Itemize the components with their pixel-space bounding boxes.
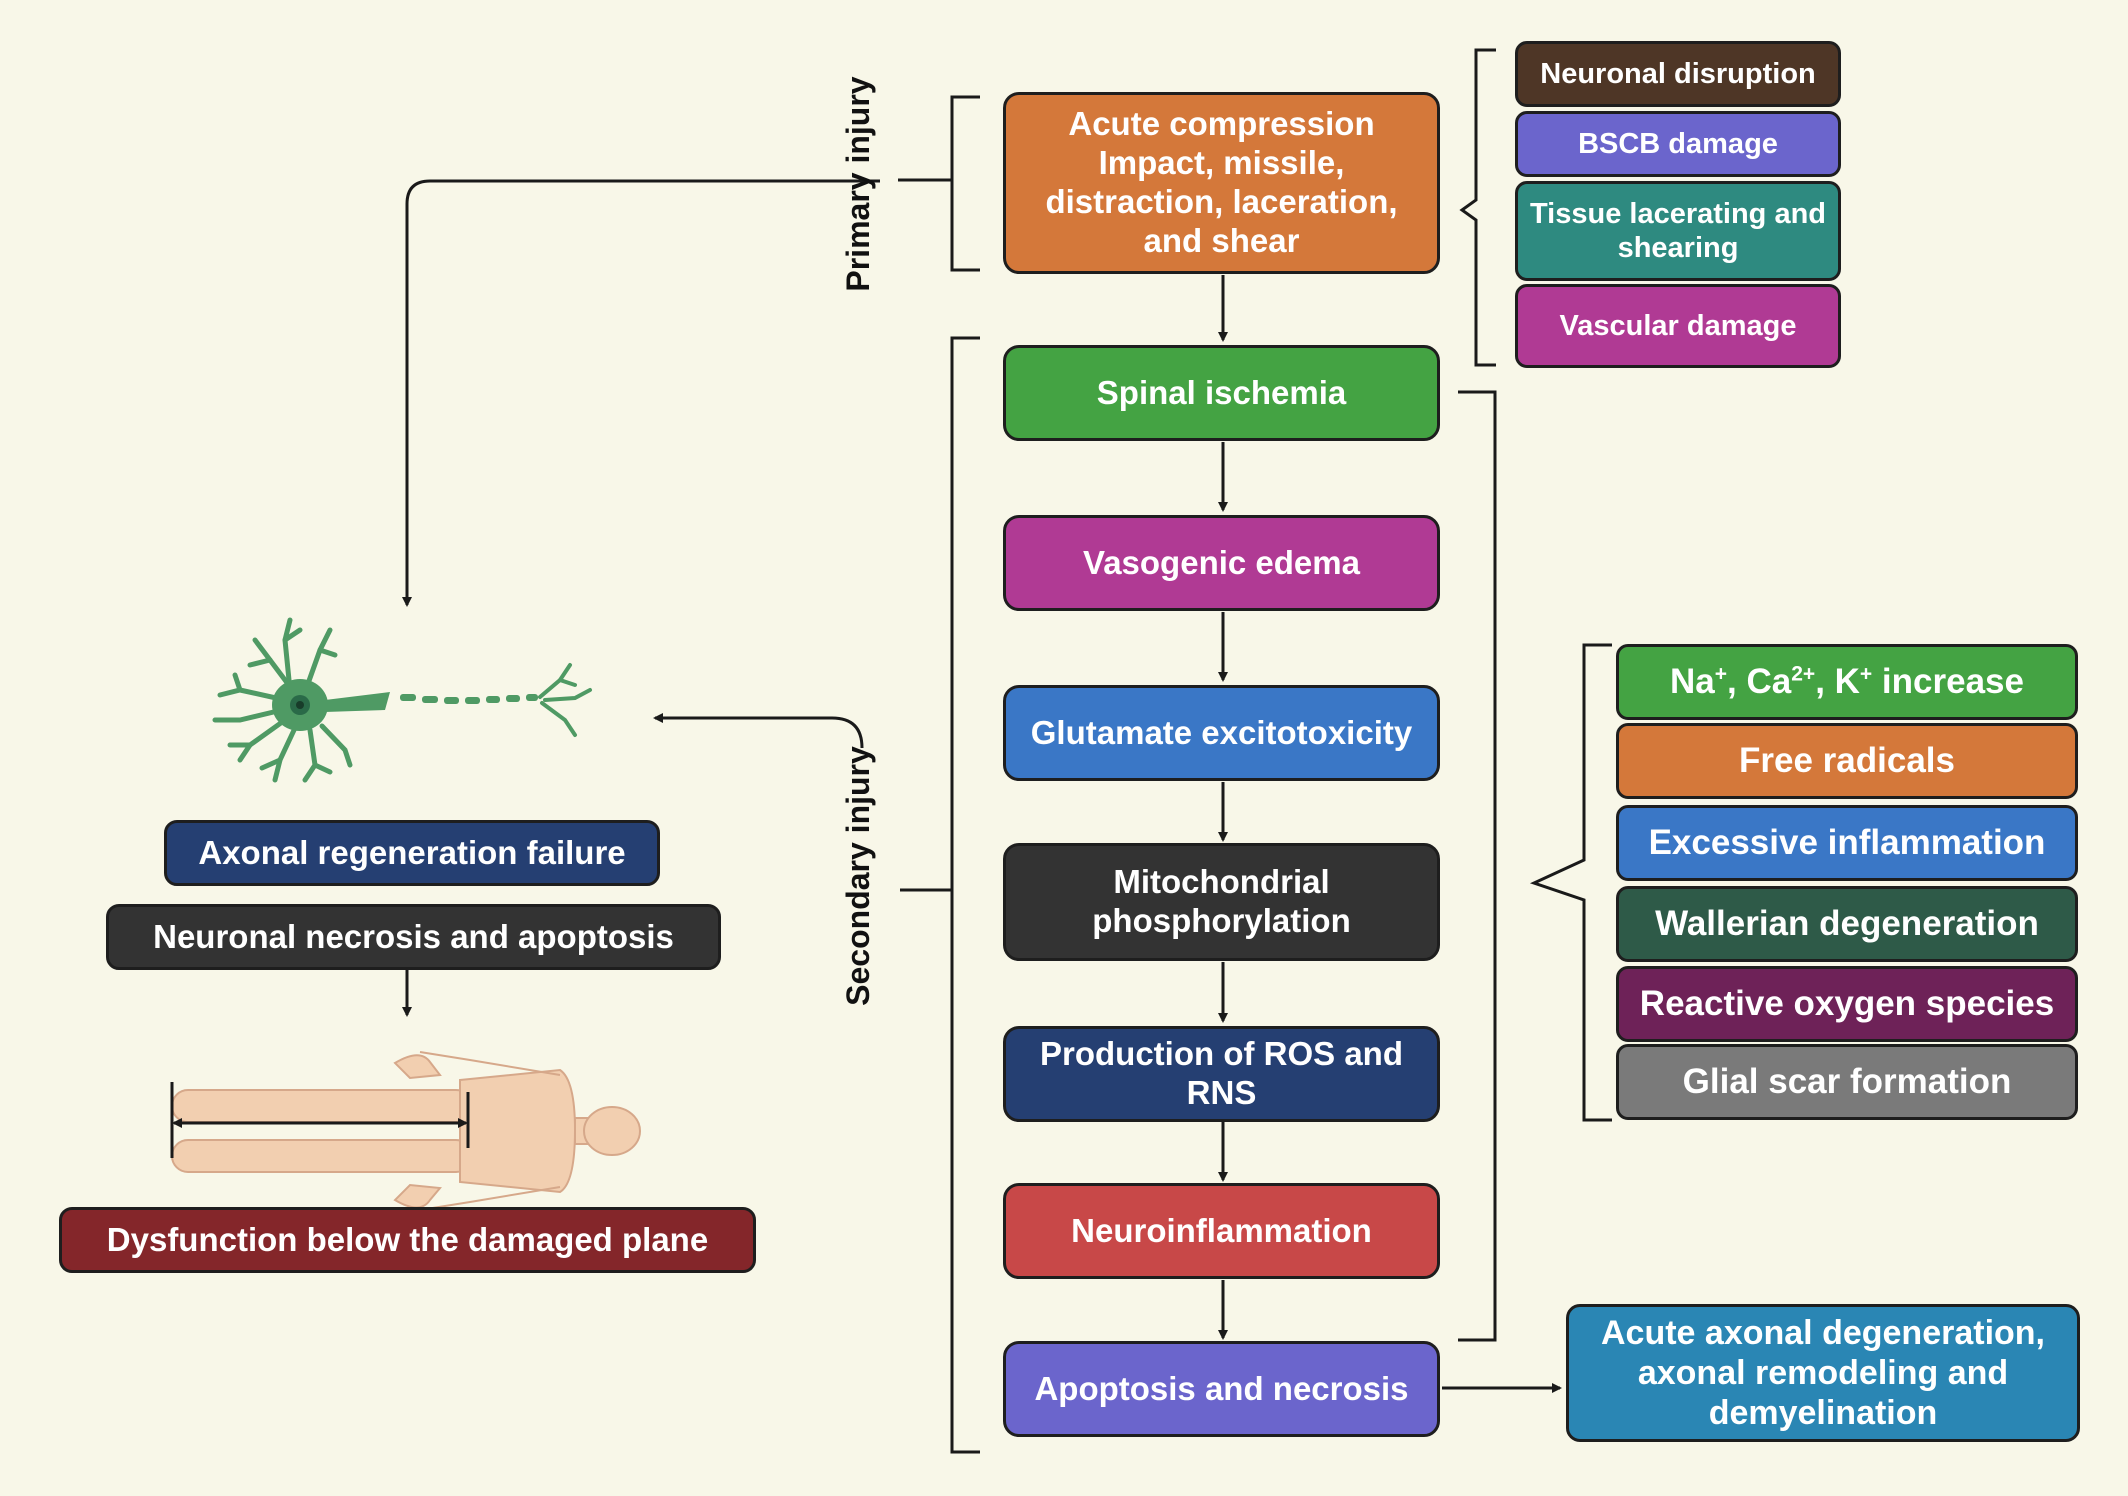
axonal-regeneration-failure-box: Axonal regeneration failure [164,820,660,886]
acute-axonal-degeneration-box: Acute axonal degeneration, axonal remode… [1566,1304,2080,1442]
axonal-regeneration-failure-text: Axonal regeneration failure [198,833,626,871]
mitochondrial-phosphorylation-box: Mitochondrial phosphorylation [1003,843,1440,961]
neuron-illustration [212,617,592,783]
neuronal-disruption-box: Neuronal disruption [1515,41,1841,107]
mitochondrial-phosphorylation-text: Mitochondrial phosphorylation [1092,863,1351,939]
primary-to-neuron-arrow [402,179,880,607]
vascular-damage-text: Vascular damage [1559,309,1797,342]
ros-rns-box: Production of ROS and RNS [1003,1026,1440,1122]
acute-compression-text: Acute compression Impact, missile, distr… [1045,105,1398,259]
spinal-ischemia-box: Spinal ischemia [1003,345,1440,441]
secondary-injury-label: Secondary injury [840,746,876,1006]
bscb-damage-box: BSCB damage [1515,111,1841,177]
bscb-damage-text: BSCB damage [1578,127,1778,160]
vasogenic-edema-box: Vasogenic edema [1003,515,1440,611]
dysfunction-box: Dysfunction below the damaged plane [59,1207,756,1273]
free-radicals-box: Free radicals [1616,723,2078,799]
apoptosis-necrosis-box: Apoptosis and necrosis [1003,1341,1440,1437]
secondary-effects-brace [1529,643,1612,1122]
excessive-inflammation-box: Excessive inflammation [1616,805,2078,881]
human-body-illustration [171,1051,641,1211]
reactive-oxygen-species-text: Reactive oxygen species [1639,984,2055,1024]
primary-injury-label: Primary injury [840,76,876,292]
ion-increase-box: Na+, Ca2+, K+ increase [1616,644,2078,720]
vascular-damage-box: Vascular damage [1515,284,1841,368]
apoptosis-necrosis-text: Apoptosis and necrosis [1034,1369,1409,1407]
glutamate-excitotoxicity-text: Glutamate excitotoxicity [1030,713,1413,751]
tissue-lacerating-text: Tissue lacerating and shearing [1529,197,1827,264]
secondary-range-bracket [1458,390,1497,1342]
primary-injury-bracket [950,95,980,272]
wallerian-degeneration-text: Wallerian degeneration [1655,904,2039,944]
body-range-marker [170,1082,470,1158]
neuronal-necrosis-apoptosis-box: Neuronal necrosis and apoptosis [106,904,721,970]
secondary-to-neuron-arrow [653,713,864,749]
reactive-oxygen-species-box: Reactive oxygen species [1616,966,2078,1042]
excessive-inflammation-text: Excessive inflammation [1648,823,2046,863]
primary-effects-brace [1459,48,1496,367]
neuroinflammation-text: Neuroinflammation [1071,1211,1372,1249]
ion-increase-text: Na+, Ca2+, K+ increase [1670,662,2024,702]
free-radicals-text: Free radicals [1739,741,1955,781]
acute-compression-box: Acute compression Impact, missile, distr… [1003,92,1440,274]
tissue-lacerating-box: Tissue lacerating and shearing [1515,181,1841,281]
spinal-ischemia-text: Spinal ischemia [1096,373,1347,411]
vasogenic-edema-text: Vasogenic edema [1083,543,1360,581]
neuroinflammation-box: Neuroinflammation [1003,1183,1440,1279]
wallerian-degeneration-box: Wallerian degeneration [1616,886,2078,962]
secondary-injury-bracket [950,336,980,1454]
glutamate-excitotoxicity-box: Glutamate excitotoxicity [1003,685,1440,781]
neuronal-necrosis-apoptosis-text: Neuronal necrosis and apoptosis [153,917,674,955]
glial-scar-formation-box: Glial scar formation [1616,1044,2078,1120]
dysfunction-text: Dysfunction below the damaged plane [106,1220,709,1258]
glial-scar-formation-text: Glial scar formation [1682,1062,2012,1102]
acute-axonal-degeneration-text: Acute axonal degeneration, axonal remode… [1601,1313,2045,1433]
ros-rns-text: Production of ROS and RNS [1040,1035,1403,1111]
neuronal-disruption-text: Neuronal disruption [1540,57,1816,90]
